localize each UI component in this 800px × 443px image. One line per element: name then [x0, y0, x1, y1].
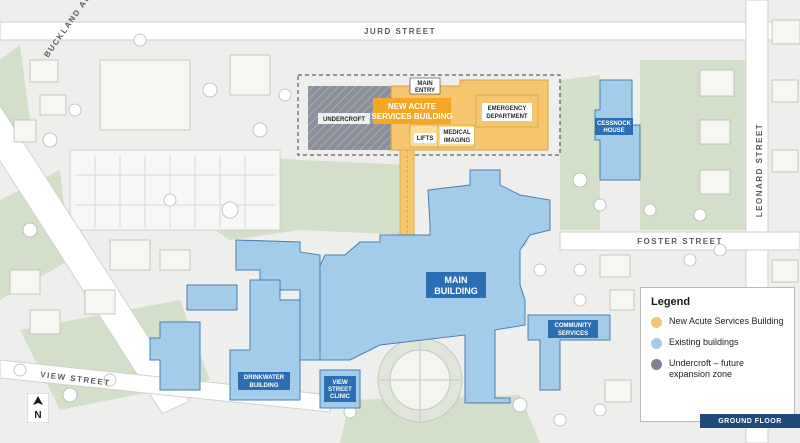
- emergency-label: EMERGENCY DEPARTMENT: [482, 103, 532, 121]
- legend-label: New Acute Services Building: [669, 316, 784, 326]
- drinkwater-building-shape: [229, 279, 301, 401]
- floor-tag: GROUND FLOOR: [700, 414, 800, 428]
- drinkwater-building-label: DRINKWATER BUILDING: [238, 372, 290, 390]
- north-arrow-icon: N: [26, 392, 50, 424]
- grey-dot-icon: [651, 359, 662, 370]
- svg-text:HOUSE: HOUSE: [603, 128, 624, 134]
- north-arrow: N: [26, 392, 50, 424]
- site-boundary: [297, 74, 561, 156]
- svg-text:SERVICES: SERVICES: [558, 331, 588, 337]
- svg-text:SERVICES BUILDING: SERVICES BUILDING: [371, 112, 452, 121]
- north-west-block: [186, 284, 238, 311]
- svg-text:LIFTS: LIFTS: [417, 136, 434, 142]
- svg-text:BUILDING: BUILDING: [434, 286, 478, 296]
- view-street-clinic-label: VIEW STREET CLINIC: [324, 376, 356, 402]
- street-label-foster: FOSTER STREET: [637, 237, 723, 246]
- undercroft-label: UNDERCROFT: [318, 113, 370, 124]
- svg-text:VIEW: VIEW: [332, 380, 348, 386]
- lifts-label: LIFTS: [414, 133, 436, 143]
- svg-text:CLINIC: CLINIC: [330, 394, 351, 400]
- svg-text:CESSNOCK: CESSNOCK: [597, 121, 632, 127]
- svg-text:EMERGENCY: EMERGENCY: [488, 106, 527, 112]
- svg-text:ENTRY: ENTRY: [415, 88, 435, 94]
- cessnock-house-label: CESSNOCK HOUSE: [595, 118, 633, 135]
- svg-text:STREET: STREET: [328, 387, 352, 393]
- svg-text:MAIN: MAIN: [417, 81, 432, 87]
- legend-label: Undercroft – future expansion zone: [669, 358, 745, 379]
- legend-item-undercroft: Undercroft – future expansion zone: [651, 358, 784, 380]
- parking-lot: [69, 59, 281, 231]
- blue-dot-icon: [651, 338, 662, 349]
- community-services-label: COMMUNITY SERVICES: [548, 320, 598, 338]
- legend-item-new-acute: New Acute Services Building: [651, 316, 784, 328]
- svg-text:UNDERCROFT: UNDERCROFT: [323, 117, 365, 123]
- west-annex: [149, 321, 201, 391]
- legend-label: Existing buildings: [669, 337, 739, 347]
- front-garden: [377, 337, 463, 423]
- medical-imaging-label: MEDICAL IMAGING: [440, 127, 474, 144]
- main-entry-label: MAIN ENTRY: [409, 77, 441, 95]
- street-label-jurd: JURD STREET: [364, 27, 436, 36]
- svg-text:BUILDING: BUILDING: [250, 383, 279, 389]
- orange-dot-icon: [651, 317, 662, 328]
- main-building-label: MAIN BUILDING: [426, 272, 486, 298]
- svg-text:DRINKWATER: DRINKWATER: [244, 375, 285, 381]
- svg-text:COMMUNITY: COMMUNITY: [555, 323, 592, 329]
- north-label: N: [34, 410, 41, 421]
- legend-title: Legend: [651, 296, 691, 308]
- new-acute-label: NEW ACUTE SERVICES BUILDING: [371, 98, 453, 124]
- svg-text:MAIN: MAIN: [445, 275, 468, 285]
- residential-lots: [9, 19, 800, 403]
- street-label-leonard: LEONARD STREET: [755, 123, 764, 217]
- svg-text:DEPARTMENT: DEPARTMENT: [486, 114, 528, 120]
- map-legend: Legend New Acute Services Building Exist…: [640, 287, 795, 422]
- svg-text:IMAGING: IMAGING: [444, 138, 471, 144]
- legend-item-existing: Existing buildings: [651, 337, 784, 349]
- svg-text:NEW ACUTE: NEW ACUTE: [388, 102, 437, 111]
- svg-text:MEDICAL: MEDICAL: [443, 130, 471, 136]
